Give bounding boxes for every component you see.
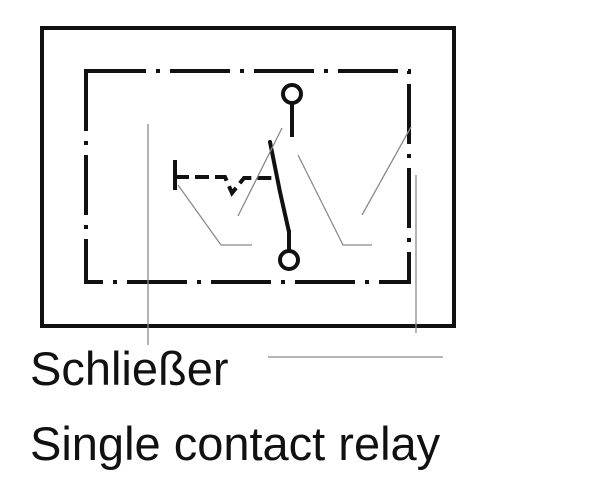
caption-english: Single contact relay — [30, 417, 441, 470]
upper-contact-terminal — [281, 83, 303, 105]
switch-blade — [268, 140, 291, 234]
leader-line-linkage — [237, 127, 283, 217]
leader-line-boundary — [361, 126, 412, 216]
leader-line-actuator — [177, 184, 252, 246]
housing-outer-frame — [40, 26, 456, 328]
component-boundary-dashdot — [84, 69, 411, 284]
actuator-linkage — [175, 175, 275, 197]
caption-german: Schließer — [30, 342, 229, 395]
lower-contact-terminal — [278, 249, 300, 271]
leader-line-contact — [297, 154, 372, 246]
leader-lines — [147, 124, 443, 358]
